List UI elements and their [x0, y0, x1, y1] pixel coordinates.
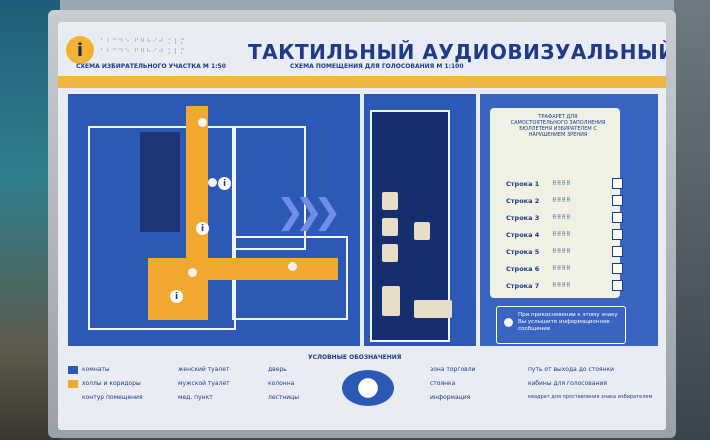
voting-booth-icon [382, 244, 398, 262]
legend-item: контур помещения [82, 394, 143, 401]
checkbox-square[interactable] [612, 280, 623, 291]
checkbox-square[interactable] [612, 229, 623, 240]
legend-item: холлы и коридоры [82, 380, 141, 387]
stencil-row[interactable]: Строка 6⠿⠿⠿⠿ [500, 263, 623, 275]
legend-item: комнаты [82, 366, 110, 373]
legend-item: стоянка [430, 380, 456, 387]
corridor [186, 106, 208, 306]
checkbox-square[interactable] [612, 246, 623, 257]
table-icon [382, 286, 400, 316]
ballot-stencil: ТРАФАРЕТ ДЛЯ САМОСТОЯТЕЛЬНОГО ЗАПОЛНЕНИЯ… [490, 108, 623, 298]
precinct-floor-plan [68, 94, 360, 346]
checkbox-square[interactable] [612, 178, 623, 189]
legend-item: зона торговли [430, 366, 476, 373]
ballot-box-icon [414, 222, 430, 240]
audio-touch-button[interactable] [496, 306, 626, 344]
board-header: i ⠁⠃⠉⠙⠑ ⠋⠛⠓⠊⠚ ⠅⠇⠍ ⠁⠃⠉⠙⠑ ⠋⠛⠓⠊⠚ ⠅⠇⠍ ТАКТИЛ… [58, 28, 666, 80]
voting-booth-icon [382, 192, 398, 210]
legend-item: дверь [268, 366, 287, 373]
hand-touch-icon [208, 178, 217, 187]
info-icon: i [218, 177, 231, 190]
stencil-title: ТРАФАРЕТ ДЛЯ САМОСТОЯТЕЛЬНОГО ЗАПОЛНЕНИЯ… [510, 114, 606, 138]
info-icon: i [170, 290, 183, 303]
voting-room-scheme-label: СХЕМА ПОМЕЩЕНИЯ ДЛЯ ГОЛОСОВАНИЯ М 1:100 [290, 63, 464, 70]
checkbox-square[interactable] [612, 212, 623, 223]
info-icon: i [196, 222, 209, 235]
voting-booth-icon [382, 218, 398, 236]
stencil-row[interactable]: Строка 5⠿⠿⠿⠿ [500, 246, 623, 258]
board-title: ТАКТИЛЬНЫЙ АУДИОВИЗУАЛЬНЫЙ МОДУЛЬ [248, 40, 666, 64]
stencil-row[interactable]: Строка 2⠿⠿⠿⠿ [500, 195, 623, 207]
building-contour [232, 126, 306, 250]
audio-hint-text: При прикосновении к этому знаку Вы услыш… [518, 312, 618, 332]
stencil-row[interactable]: Строка 1⠿⠿⠿⠿ [500, 178, 623, 190]
legend-item: кабины для голосования [528, 380, 607, 387]
braille-text: ⠁⠃⠉⠙⠑ ⠋⠛⠓⠊⠚ ⠅⠇⠍ [100, 48, 187, 56]
legend-swatch [68, 366, 78, 374]
braille-text: ⠁⠃⠉⠙⠑ ⠋⠛⠓⠊⠚ ⠅⠇⠍ [100, 38, 187, 46]
background-wall [674, 0, 710, 440]
legend-item: путь от выхода до стоянки [528, 366, 614, 373]
legend-item: информация [430, 394, 471, 401]
corridor [148, 258, 338, 280]
room [140, 132, 180, 232]
legend-title: УСЛОВНЫЕ ОБОЗНАЧЕНИЯ [308, 354, 402, 361]
legend-item: мед. пункт [178, 394, 213, 401]
hand-touch-icon [188, 268, 197, 277]
hand-touch-icon [504, 318, 513, 327]
tactile-board: i ⠁⠃⠉⠙⠑ ⠋⠛⠓⠊⠚ ⠅⠇⠍ ⠁⠃⠉⠙⠑ ⠋⠛⠓⠊⠚ ⠅⠇⠍ ТАКТИЛ… [58, 22, 666, 430]
checkbox-square[interactable] [612, 263, 623, 274]
legend-item: квадрат для проставления знака избирател… [528, 394, 653, 400]
precinct-scheme-label: СХЕМА ИЗБИРАТЕЛЬНОГО УЧАСТКА М 1:50 [76, 63, 226, 70]
hand-touch-icon [198, 118, 207, 127]
legend-item: лестницы [268, 394, 299, 401]
yellow-braille-strip [58, 76, 666, 88]
legend-item: женский туалет [178, 366, 230, 373]
info-icon: i [66, 36, 94, 64]
checkbox-square[interactable] [612, 195, 623, 206]
building-contour [88, 126, 236, 330]
stencil-row[interactable]: Строка 3⠿⠿⠿⠿ [500, 212, 623, 224]
legend-item: мужской туалет [178, 380, 230, 387]
legend-swatch [68, 380, 78, 388]
stencil-row[interactable]: Строка 4⠿⠿⠿⠿ [500, 229, 623, 241]
commission-table-icon [414, 300, 452, 318]
stencil-row[interactable]: Строка 7⠿⠿⠿⠿ [500, 280, 623, 292]
direction-arrows-icon: ❯❯❯ [276, 192, 342, 232]
hand-touch-icon [288, 262, 297, 271]
cec-logo-icon [342, 370, 394, 406]
legend-item: колонна [268, 380, 295, 387]
